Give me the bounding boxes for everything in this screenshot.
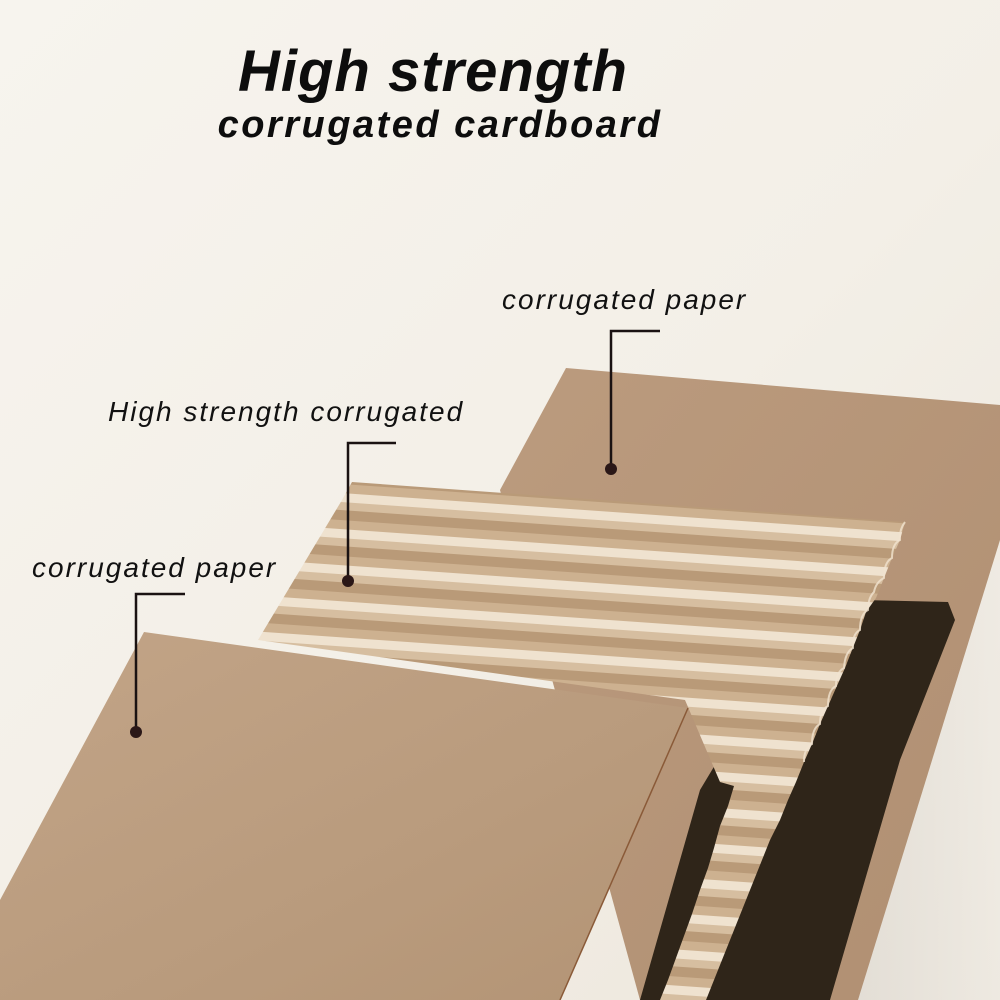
- callout-fluted-layer-label: High strength corrugated: [108, 396, 465, 427]
- callout-back-liner-label: corrugated paper: [502, 284, 748, 315]
- callout-front-liner-label: corrugated paper: [32, 552, 278, 583]
- title-primary: High strength: [238, 39, 628, 104]
- fluted-layer: [258, 482, 905, 1000]
- title-secondary: corrugated cardboard: [217, 104, 663, 146]
